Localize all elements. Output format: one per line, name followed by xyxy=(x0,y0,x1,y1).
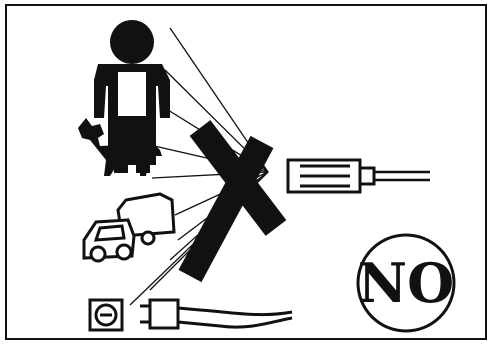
socket-icon xyxy=(90,300,122,330)
no-label: NO xyxy=(358,251,454,315)
plug-icon xyxy=(140,300,292,328)
no-sign: NO xyxy=(358,235,454,331)
car-icon xyxy=(84,220,134,261)
pressure-washer-nozzle-icon xyxy=(288,160,430,192)
